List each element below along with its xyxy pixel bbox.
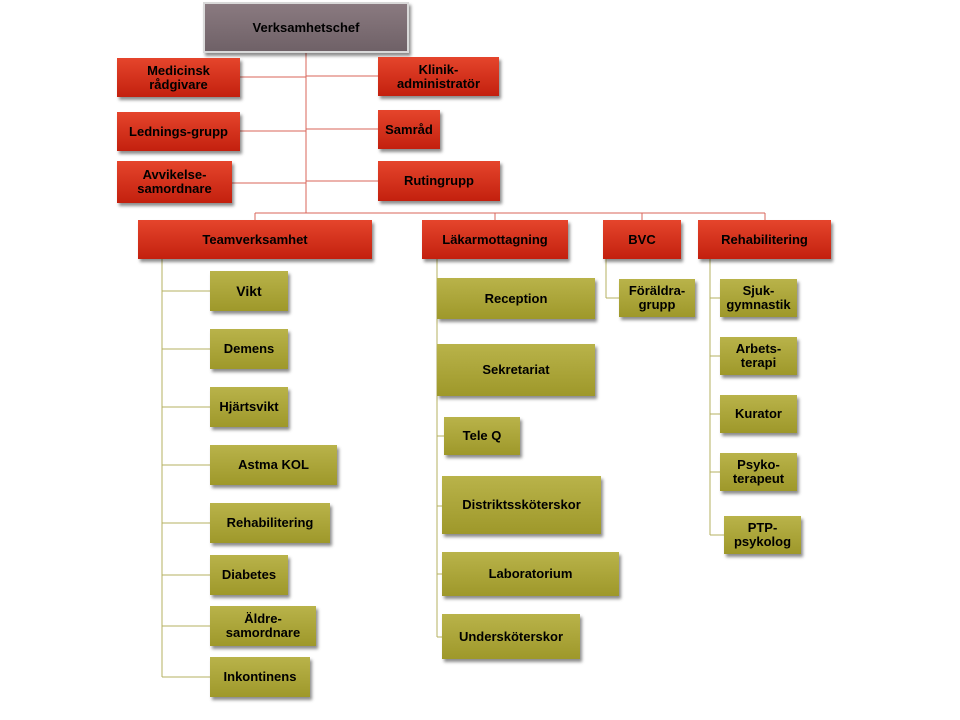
node-klinik-administrator: Klinik-administratör [378, 57, 499, 96]
node-foraldra-grupp: Föräldra-grupp [619, 279, 695, 317]
node-medicinsk-radgivare: Medicinsk rådgivare [117, 58, 240, 97]
node-inkontinens: Inkontinens [210, 657, 310, 697]
node-rehabilitering-dept: Rehabilitering [698, 220, 831, 259]
node-hjartsvikt: Hjärtsvikt [210, 387, 288, 427]
node-distriktsskoterskor: Distriktssköterskor [442, 476, 601, 534]
node-verksamhetschef: Verksamhetschef [203, 2, 409, 53]
node-underskoterskor: Undersköterskor [442, 614, 580, 659]
node-avvikelse-samordnare: Avvikelse-samordnare [117, 161, 232, 203]
node-psykoterapeut: Psyko-terapeut [720, 453, 797, 491]
node-rehabilitering-team: Rehabilitering [210, 503, 330, 543]
node-lakarmottagning: Läkarmottagning [422, 220, 568, 259]
node-laboratorium: Laboratorium [442, 552, 619, 596]
node-vikt: Vikt [210, 271, 288, 311]
node-ptp-psykolog: PTP-psykolog [724, 516, 801, 554]
node-arbetsterapi: Arbets-terapi [720, 337, 797, 375]
node-rutingrupp: Rutingrupp [378, 161, 500, 201]
node-aldre-samordnare: Äldre-samordnare [210, 606, 316, 646]
node-tele-q: Tele Q [444, 417, 520, 455]
node-reception: Reception [437, 278, 595, 319]
node-lednings-grupp: Lednings-grupp [117, 112, 240, 151]
node-samrad: Samråd [378, 110, 440, 149]
node-diabetes: Diabetes [210, 555, 288, 595]
node-bvc: BVC [603, 220, 681, 259]
node-kurator: Kurator [720, 395, 797, 433]
node-sekretariat: Sekretariat [437, 344, 595, 396]
node-sjukgymnastik: Sjuk-gymnastik [720, 279, 797, 317]
node-demens: Demens [210, 329, 288, 369]
node-teamverksamhet: Teamverksamhet [138, 220, 372, 259]
node-astma-kol: Astma KOL [210, 445, 337, 485]
